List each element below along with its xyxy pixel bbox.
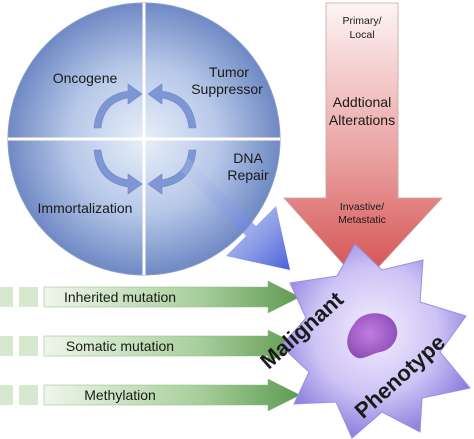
label-primary: Primary/: [342, 15, 381, 27]
malignant-cell: [280, 243, 471, 439]
cycle-arrow-bottom-left: [93, 149, 143, 195]
progression-arrow: [283, 2, 443, 286]
cycle-arrow-top-right: [147, 83, 197, 129]
label-local: Local: [349, 29, 374, 41]
inherited-mutation-arrow: [0, 280, 301, 314]
label-alterations: Alterations: [329, 112, 395, 128]
label-tumor-suppressor-line1: Tumor: [209, 64, 249, 80]
label-inherited-mutation: Inherited mutation: [64, 289, 176, 305]
label-additional: Addtional: [333, 94, 391, 110]
cycle-arrow-top-left: [93, 83, 143, 129]
label-immortalization: Immortalization: [38, 200, 133, 216]
somatic-mutation-arrow: [0, 329, 301, 363]
label-invasive: Invastive/: [340, 201, 384, 213]
gene-category-circle: [7, 2, 281, 276]
label-metastatic: Metastatic: [338, 214, 386, 226]
label-dna-repair-line1: DNA: [233, 150, 263, 166]
methylation-arrow: [0, 378, 301, 412]
label-tumor-suppressor-line2: Suppressor: [191, 81, 263, 97]
cell-nucleus: [347, 313, 398, 359]
label-dna-repair-line2: Repair: [227, 167, 269, 183]
circle-to-cell-arrow: [178, 158, 290, 270]
label-oncogene: Oncogene: [53, 70, 118, 86]
label-methylation: Methylation: [84, 387, 156, 403]
input-arrows: [0, 280, 301, 412]
label-somatic-mutation: Somatic mutation: [66, 338, 174, 354]
